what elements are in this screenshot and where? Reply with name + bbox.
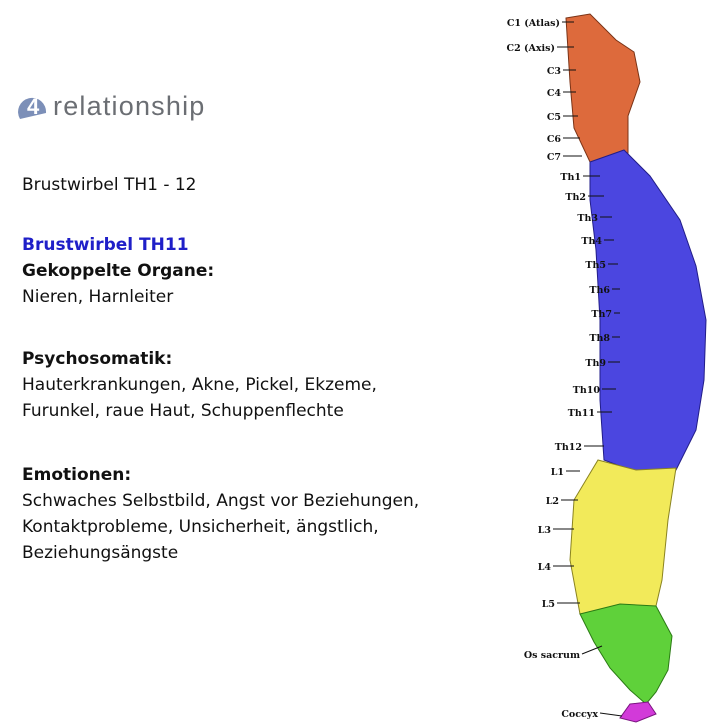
svg-text:4: 4 bbox=[27, 94, 40, 119]
emotions-block: Emotionen: Schwaches Selbstbild, Angst v… bbox=[22, 462, 419, 566]
label-l1: L1 bbox=[551, 467, 564, 478]
label-th3: Th3 bbox=[577, 213, 598, 224]
page-subtitle: Brustwirbel TH1 - 12 bbox=[22, 175, 197, 195]
emotions-line-3: Beziehungsängste bbox=[22, 543, 179, 563]
label-l5: L5 bbox=[542, 599, 555, 610]
cervical-region bbox=[565, 13, 641, 169]
label-th8: Th8 bbox=[589, 333, 610, 344]
label-c5: C5 bbox=[547, 112, 561, 123]
label-th10: Th10 bbox=[573, 385, 601, 396]
label-l3: L3 bbox=[538, 525, 551, 536]
brand-logo: 4 relationship bbox=[16, 86, 206, 126]
label-l4: L4 bbox=[538, 562, 552, 573]
emotions-line-1: Schwaches Selbstbild, Angst vor Beziehun… bbox=[22, 491, 420, 511]
label-c2: C2 (Axis) bbox=[507, 43, 555, 54]
label-coccyx: Coccyx bbox=[561, 709, 598, 720]
spine-regions bbox=[565, 13, 707, 723]
vertebra-labels: C1 (Atlas) C2 (Axis) C3 C4 C5 C6 C7 Th1 … bbox=[507, 18, 612, 720]
label-th5: Th5 bbox=[585, 260, 606, 271]
organs-block: Brustwirbel TH11 Gekoppelte Organe: Nier… bbox=[22, 232, 214, 310]
label-th4: Th4 bbox=[581, 236, 602, 247]
label-th12: Th12 bbox=[555, 442, 582, 453]
label-c4: C4 bbox=[547, 88, 562, 99]
emotions-heading: Emotionen: bbox=[22, 465, 132, 485]
label-th11: Th11 bbox=[568, 408, 595, 419]
label-c7: C7 bbox=[547, 152, 561, 163]
organs-heading: Gekoppelte Organe: bbox=[22, 261, 215, 281]
section-title: Brustwirbel TH11 bbox=[22, 235, 189, 255]
four-badge-icon: 4 bbox=[18, 94, 47, 119]
label-c6: C6 bbox=[547, 134, 562, 145]
label-l2: L2 bbox=[546, 496, 559, 507]
label-c3: C3 bbox=[547, 66, 561, 77]
coccyx-region bbox=[619, 701, 657, 723]
psycho-heading: Psychosomatik: bbox=[22, 349, 173, 369]
spine-illustration: C1 (Atlas) C2 (Axis) C3 C4 C5 C6 C7 Th1 … bbox=[507, 13, 707, 723]
label-th7: Th7 bbox=[591, 309, 612, 320]
thoracic-region bbox=[589, 149, 707, 473]
psycho-block: Psychosomatik: Hauterkrankungen, Akne, P… bbox=[22, 346, 377, 424]
label-th9: Th9 bbox=[585, 358, 606, 369]
organs-line: Nieren, Harnleiter bbox=[22, 287, 174, 307]
psycho-line-1: Hauterkrankungen, Akne, Pickel, Ekzeme, bbox=[22, 375, 377, 395]
emotions-line-2: Kontaktprobleme, Unsicherheit, ängstlich… bbox=[22, 517, 379, 537]
label-th2: Th2 bbox=[565, 192, 586, 203]
logo-text: relationship bbox=[53, 90, 206, 121]
label-leaders bbox=[553, 21, 623, 717]
label-sacrum: Os sacrum bbox=[524, 650, 580, 661]
label-th1: Th1 bbox=[560, 172, 581, 183]
label-th6: Th6 bbox=[589, 285, 610, 296]
sacrum-region bbox=[579, 603, 673, 705]
lumbar-region bbox=[569, 459, 677, 615]
label-c1: C1 (Atlas) bbox=[507, 18, 560, 29]
psycho-line-2: Furunkel, raue Haut, Schuppenflechte bbox=[22, 401, 344, 421]
